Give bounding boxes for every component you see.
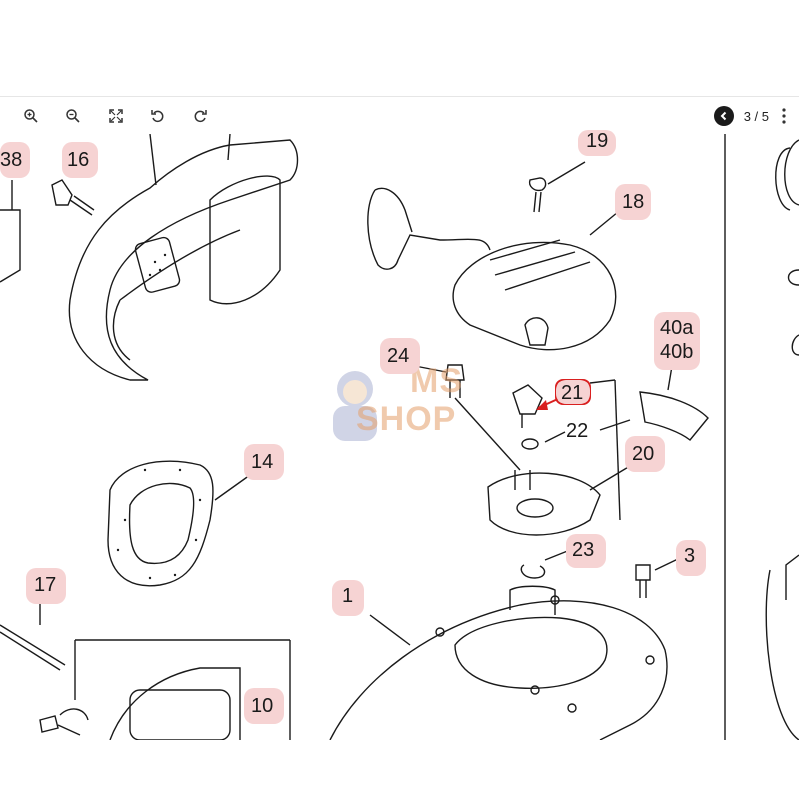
part-bubble	[62, 142, 98, 178]
part-bubble	[578, 130, 616, 156]
part-number-16[interactable]: 16	[67, 149, 90, 171]
part-number-10[interactable]: 10	[251, 695, 274, 717]
part-number-3[interactable]: 3	[684, 545, 696, 567]
rotate-right-icon	[194, 110, 207, 123]
part-bubble	[625, 436, 665, 472]
watermark	[315, 354, 405, 449]
part-number-38[interactable]: 38	[0, 149, 23, 171]
part-bubble	[244, 444, 284, 480]
watermark-line-shop: SHOP	[356, 400, 457, 438]
rotate-left-button[interactable]	[147, 105, 169, 127]
part-number-23[interactable]: 23	[572, 539, 595, 561]
zoom-in-button[interactable]	[20, 105, 42, 127]
part-number-18[interactable]: 18	[622, 191, 645, 213]
rotate-right-button[interactable]	[189, 105, 211, 127]
parts-diagram: MS SHOP 38 16 19 18 40a 40b 24 21 22 20 …	[0, 130, 799, 740]
fullscreen-button[interactable]	[105, 105, 127, 127]
rotate-left-icon	[151, 110, 164, 123]
part-number-22[interactable]: 22	[566, 420, 589, 442]
exploded-view-drawing	[0, 134, 799, 740]
pager: 3 / 5	[713, 105, 789, 127]
viewer-toolbar: 3 / 5	[0, 96, 799, 135]
part-bubble	[332, 580, 364, 616]
page-indicator: 3 / 5	[743, 108, 769, 124]
part-number-40b[interactable]: 40b	[660, 341, 694, 363]
zoom-out-button[interactable]	[62, 105, 84, 127]
part-bubble	[244, 688, 284, 724]
part-number-20[interactable]: 20	[632, 443, 655, 465]
part-bubble	[380, 338, 420, 374]
part-number-17[interactable]: 17	[34, 574, 57, 596]
part-bubble	[654, 312, 700, 370]
part-bubble	[0, 142, 30, 178]
mechanic-mascot-icon	[333, 371, 377, 441]
part-bubble	[26, 568, 66, 604]
part-number-21[interactable]: 21	[561, 382, 584, 404]
part-bubble	[676, 540, 706, 576]
zoom-out-icon	[66, 109, 80, 123]
part-number-40a[interactable]: 40a	[660, 317, 694, 339]
previous-page-button[interactable]	[713, 106, 734, 126]
part-bubble	[556, 380, 590, 404]
page-bottom	[0, 740, 799, 799]
fullscreen-icon	[109, 109, 123, 123]
chevron-left-icon	[720, 111, 726, 121]
part-number-14[interactable]: 14	[251, 451, 274, 473]
part-bubble	[566, 534, 606, 568]
part-number-19[interactable]: 19	[586, 130, 609, 152]
part-number-1[interactable]: 1	[342, 585, 354, 607]
more-vertical-icon[interactable]	[779, 106, 789, 126]
part-bubble	[615, 184, 651, 220]
part-number-24[interactable]: 24	[387, 345, 410, 367]
zoom-in-icon	[24, 109, 38, 123]
